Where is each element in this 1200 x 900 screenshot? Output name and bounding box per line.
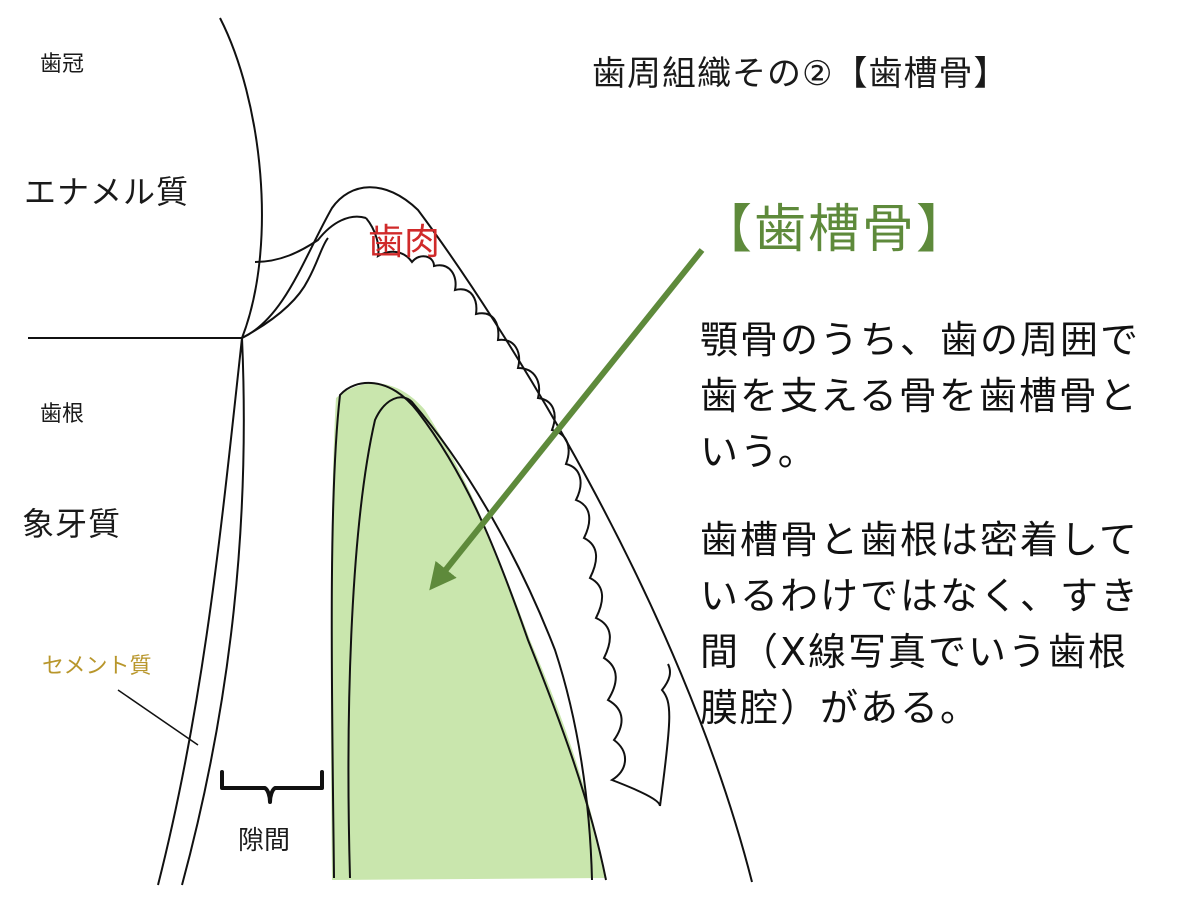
- description-paragraph-2: 歯槽骨と歯根は密着して いるわけではなく、すき 間（X線写真でいう歯根 膜腔）が…: [700, 512, 1170, 736]
- description-line: 間（X線写真でいう歯根: [700, 630, 1129, 674]
- crown-label: 歯冠: [40, 52, 85, 77]
- diagram-title: 歯周組織その②【歯槽骨】: [592, 54, 1009, 94]
- cementum-line: [181, 337, 245, 886]
- gingiva-inner-line-2: [241, 237, 329, 339]
- description-paragraph-1: 顎骨のうち、歯の周囲で 歯を支える骨を歯槽骨と いう。: [700, 312, 1170, 480]
- gingiva-inner-line-1: [254, 215, 367, 263]
- alveolar-bone-outer-line: [330, 381, 607, 881]
- alveolar-bone-inner-line: [347, 396, 593, 881]
- cementum-label: セメント質: [42, 654, 152, 679]
- gingiva-scalloped-edge: [365, 217, 671, 807]
- dentin-label: 象牙質: [22, 505, 122, 543]
- description-line: いう。: [700, 430, 818, 474]
- enamel-label: エナメル質: [24, 173, 190, 211]
- gingiva-label: 歯肉: [368, 222, 441, 263]
- gap-label: 隙間: [238, 826, 291, 856]
- alveolar-bone-heading: 【歯槽骨】: [700, 200, 971, 260]
- description-line: 歯を支える骨を歯槽骨と: [700, 374, 1139, 418]
- gingiva-outer-line: [241, 186, 753, 883]
- gap-bracket: [220, 770, 324, 804]
- root-label: 歯根: [40, 402, 85, 427]
- tooth-outline: [157, 17, 263, 886]
- callout-arrow: [429, 248, 705, 591]
- description-line: 顎骨のうち、歯の周囲で: [700, 318, 1141, 362]
- description-line: いるわけではなく、すき: [700, 574, 1141, 618]
- alveolar-bone-fill: [330, 383, 605, 880]
- description-line: 歯槽骨と歯根は密着して: [700, 518, 1139, 562]
- cementum-pointer: [117, 689, 199, 746]
- description-line: 膜腔）がある。: [700, 686, 981, 730]
